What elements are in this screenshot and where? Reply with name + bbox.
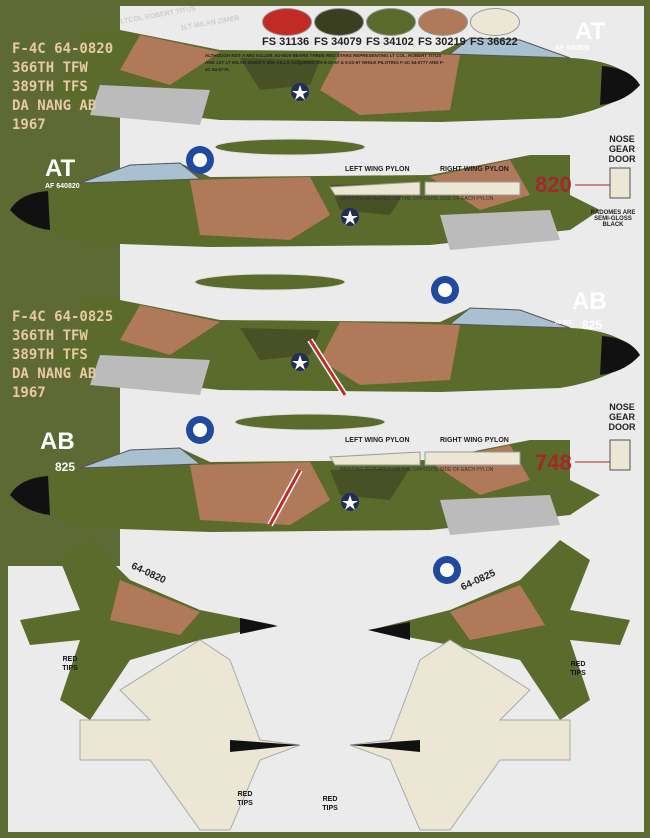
- door-number: 748: [535, 450, 572, 475]
- info-line: 366TH TFW: [12, 328, 88, 344]
- fuel-tank: [194, 273, 346, 291]
- fs-label: FS 30219: [418, 36, 466, 48]
- red-tips-label: RED TIPS: [322, 796, 338, 812]
- tail-serial: AF 825: [555, 320, 572, 326]
- underside-view-right: [349, 639, 571, 831]
- tail-code: AT: [45, 155, 76, 182]
- red-tips-label: RED TIPS: [237, 791, 253, 807]
- tail-number: 825: [55, 460, 76, 474]
- red-tips-label: RED TIPS: [570, 661, 586, 677]
- nose-gear-door-label: NOSE GEAR DOOR: [608, 402, 636, 432]
- squadron-badge: [186, 416, 214, 444]
- pylon-note: PAINTING REPEATED ON THE OPPOSITE SIDE O…: [340, 467, 494, 473]
- fs-label: FS 34102: [366, 36, 414, 48]
- right-wing-pylon-label: RIGHT WING PYLON: [440, 437, 509, 444]
- info-line: F-4C 64-0825: [12, 309, 114, 325]
- swatch-fs36622: [470, 8, 520, 36]
- red-tips-label: RED TIPS: [62, 656, 78, 672]
- info-line: F-4C 64-0820: [12, 41, 114, 57]
- tail-code: AB: [40, 428, 75, 455]
- info-line: 389TH TFS: [12, 347, 88, 363]
- info-line: 389TH TFS: [12, 79, 88, 95]
- nose-gear-door-label: NOSE GEAR DOOR: [608, 134, 636, 164]
- swatch-fs34102: [366, 8, 416, 36]
- info-line: 366TH TFW: [12, 60, 88, 76]
- fs-label: FS 31136: [262, 36, 310, 48]
- tail-serial: AF 640820: [555, 45, 590, 52]
- swatch-fs34079: [314, 8, 364, 36]
- fs-label: FS 34079: [314, 36, 362, 48]
- nose-gear-door-820: [609, 167, 631, 199]
- side-view-0825-left: [49, 299, 641, 397]
- aircraft-info-0820: F-4C 64-0820 366TH TFW 389TH TFS DA NANG…: [12, 40, 113, 135]
- wing-pylons: [329, 181, 521, 466]
- tail-code: AT: [575, 18, 606, 45]
- side-view-0820-right: [9, 154, 601, 251]
- tail-code: AB: [572, 288, 607, 315]
- swatch-fs30219: [418, 8, 468, 36]
- info-line: DA NANG AB: [12, 98, 97, 114]
- squadron-badge: [433, 556, 461, 584]
- fs-label: FS 36622: [470, 36, 518, 48]
- side-view-0825-right: [9, 439, 601, 536]
- squadron-badge: [431, 276, 459, 304]
- top-view-0825: [368, 540, 630, 720]
- fuel-tank: [214, 138, 366, 156]
- swatch-fs31136: [262, 8, 312, 36]
- fuel-tank: [234, 413, 386, 431]
- pylon-note: PAINTING REPEATED ON THE OPPOSITE SIDE O…: [340, 196, 494, 202]
- radome-note: RADOMES ARE SEMI-GLOSS BLACK: [590, 210, 636, 228]
- left-wing-pylon-label: LEFT WING PYLON: [345, 166, 410, 173]
- door-number: 820: [535, 172, 572, 197]
- tail-number: 825: [582, 318, 603, 332]
- top-view-0820: [20, 540, 278, 720]
- info-line: 1967: [12, 385, 46, 401]
- info-line: DA NANG AB: [12, 366, 97, 382]
- left-wing-pylon-label: LEFT WING PYLON: [345, 437, 410, 444]
- mig-kill-note: ALTHOUGH NOT A MIG KILLER, 64-0820 BEARS…: [205, 53, 445, 72]
- tail-serial: AF 640820: [45, 183, 80, 190]
- info-line: 1967: [12, 117, 46, 133]
- nose-gear-door-748: [609, 439, 631, 471]
- aircraft-info-0825: F-4C 64-0825 366TH TFW 389TH TFS DA NANG…: [12, 308, 113, 403]
- squadron-badge: [186, 146, 214, 174]
- right-wing-pylon-label: RIGHT WING PYLON: [440, 166, 509, 173]
- underside-view-left: [79, 639, 301, 831]
